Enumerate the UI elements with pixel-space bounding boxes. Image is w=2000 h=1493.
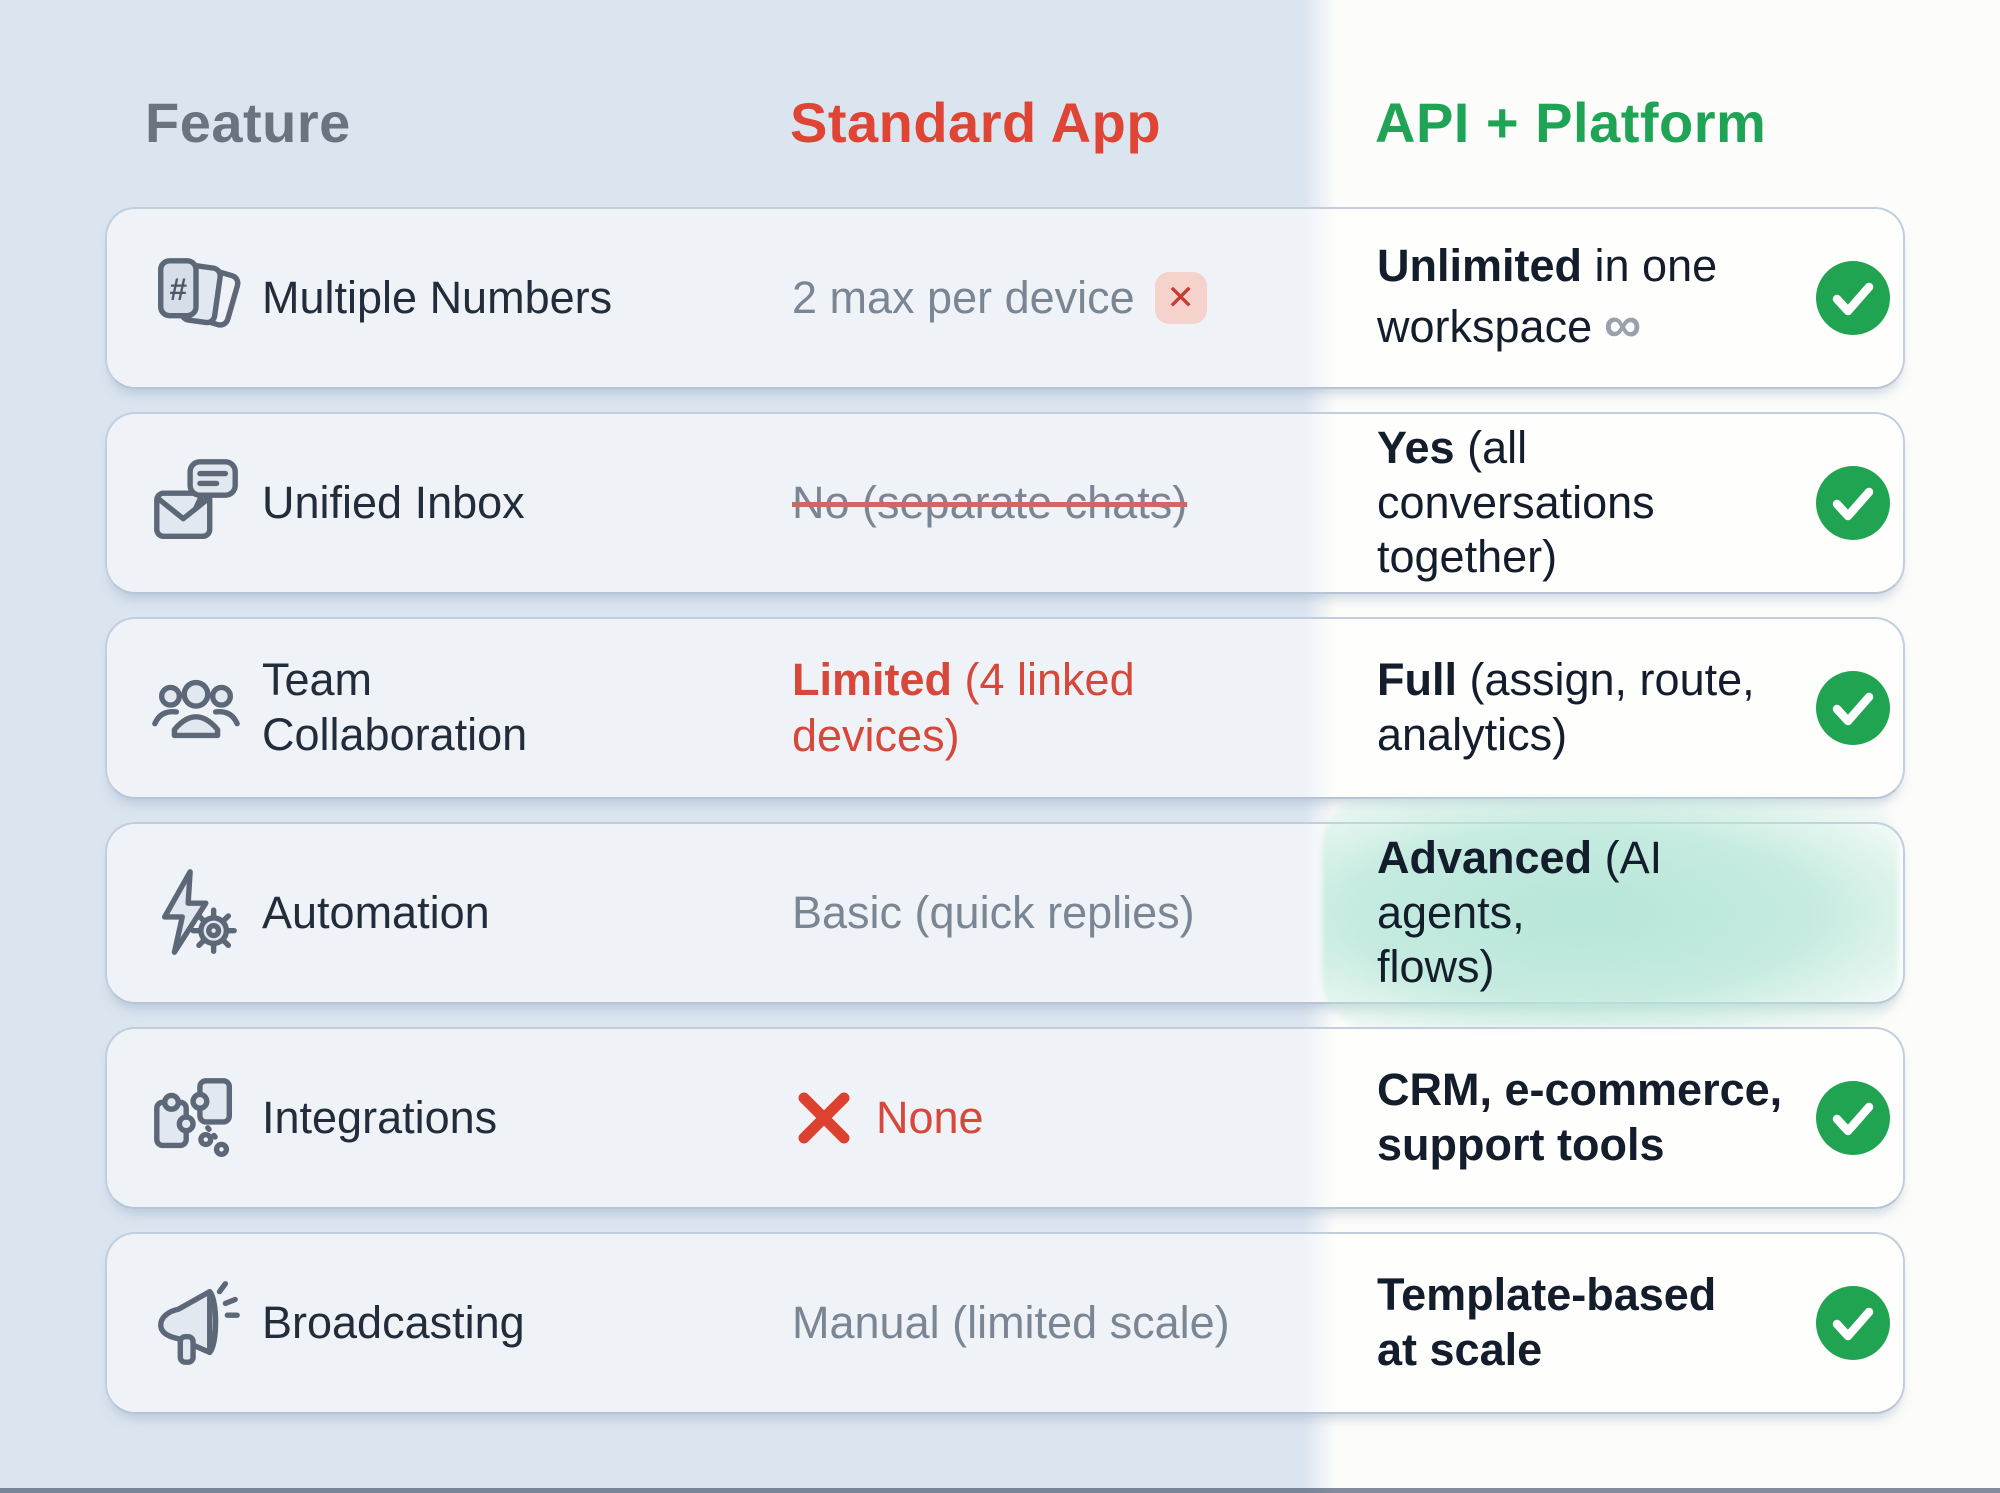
row-automation: Automation Basic (quick replies) Advance… [105,798,1905,1028]
feature-label: Automation [262,886,490,938]
row-broadcasting: Broadcasting Manual (limited scale) Temp… [105,1232,1905,1414]
api-regular-text: (assign, route, [1456,654,1755,706]
standard-text: Manual (limited scale) [792,1296,1230,1348]
api-value: Yes (all conversations together) [1377,414,1903,592]
success-check-icon [1816,466,1890,540]
standard-value: None [792,1086,1377,1150]
standard-value: No (separate chats) [792,475,1377,531]
api-value: Full (assign, route, analytics) [1377,619,1903,797]
api-bold-text: Unlimited [1377,239,1583,291]
automation-highlight [1322,798,1899,1028]
row-multiple-numbers: # Multiple Numbers 2 max per device ✕ Un… [105,207,1905,389]
standard-text: devices) [792,710,960,761]
row-team-collaboration: Team Collaboration Limited (4 linked dev… [105,617,1905,799]
broadcasting-icon [147,1274,245,1372]
api-bold-text: support tools [1377,1119,1665,1170]
api-regular-text: in one [1582,239,1718,291]
red-x-icon [792,1086,856,1150]
feature-label: Multiple Numbers [262,271,613,323]
infinity-icon: ∞ [1604,295,1642,354]
standard-value: Manual (limited scale) [792,1295,1377,1351]
api-bold-text: CRM, e-commerce, [1377,1064,1783,1116]
feature-label: Team Collaboration [262,654,528,760]
automation-icon [147,864,245,962]
standard-text: Basic (quick replies) [792,886,1195,938]
row-unified-inbox: Unified Inbox No (separate chats) Yes (a… [105,412,1905,594]
strikethrough-text: No (separate chats) [792,476,1188,528]
team-collaboration-icon [147,659,245,757]
api-value: Unlimited in one workspace∞ [1377,209,1903,387]
success-check-icon [1816,1081,1890,1155]
api-value: Template-based at scale [1377,1234,1903,1412]
api-regular-text: together) [1377,531,1558,583]
api-bold-text: at scale [1377,1324,1543,1375]
standard-text: (4 linked [952,653,1135,705]
header-row: Feature Standard App API + Platform [105,82,1905,162]
api-regular-text: workspace [1377,300,1593,352]
multiple-numbers-icon: # [147,249,245,347]
header-feature-label: Feature [145,90,351,154]
success-check-icon [1816,261,1890,335]
api-regular-text: flows) [1377,941,1495,993]
success-check-icon [1816,1286,1890,1360]
api-value: CRM, e-commerce, support tools [1377,1029,1903,1207]
svg-text:#: # [170,272,187,307]
api-bold-text: Advanced [1377,831,1593,883]
fail-x-badge-icon: ✕ [1154,272,1207,324]
api-regular-text: analytics) [1377,709,1568,760]
api-regular-text: (AI agents, [1377,831,1663,938]
feature-label: Integrations [262,1091,498,1143]
standard-text: None [876,1091,984,1143]
feature-label: Unified Inbox [262,476,525,528]
header-standard-app-label: Standard App [790,90,1162,154]
standard-value: Basic (quick replies) [792,885,1377,941]
api-value: Advanced (AI agents, flows) [1322,798,1903,1028]
api-regular-text: (all conversations [1377,421,1655,528]
header-api-platform-label: API + Platform [1375,90,1767,154]
standard-text: 2 max per device [792,271,1135,323]
comparison-rows: # Multiple Numbers 2 max per device ✕ Un… [105,207,1905,1414]
row-integrations: Integrations None CRM, e-commerce, suppo… [105,1027,1905,1209]
standard-value: 2 max per device ✕ [792,270,1377,326]
feature-label: Broadcasting [262,1296,525,1348]
api-bold-text: Yes [1377,421,1455,473]
unified-inbox-icon [147,454,245,552]
api-bold-text: Full [1377,654,1457,706]
success-check-icon [1816,671,1890,745]
integrations-icon [147,1069,245,1167]
api-bold-text: Template-based [1377,1269,1717,1321]
standard-bold-text: Limited [792,653,953,705]
standard-value: Limited (4 linked devices) [792,652,1377,765]
bottom-edge-bar [0,1488,2000,1493]
